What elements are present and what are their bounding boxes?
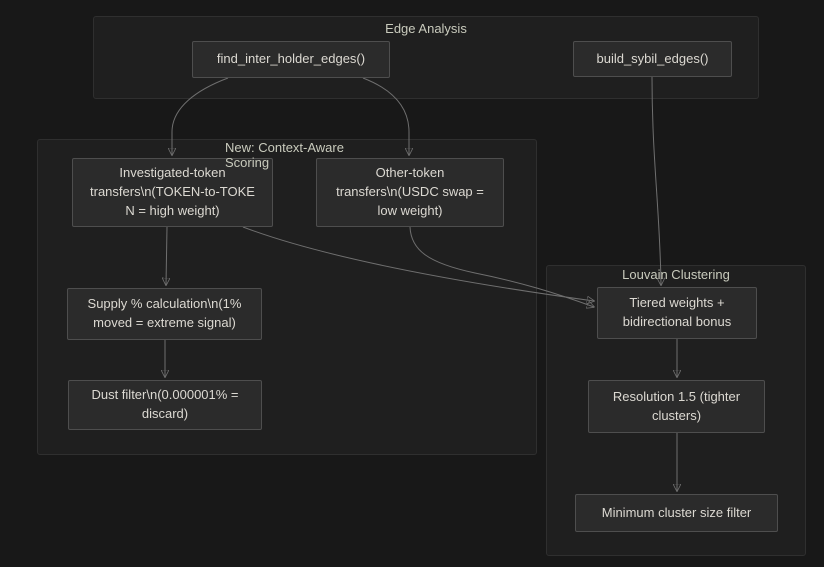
node-label: find_inter_holder_edges() xyxy=(216,51,366,67)
node-label: Dust filter\n(0.000001% = discard) xyxy=(91,387,239,421)
cluster-title-context-aware-scoring: New: Context-Aware Scoring xyxy=(225,140,344,171)
node-label: build_sybil_edges() xyxy=(596,50,709,66)
node-label: Supply % calculation\n(1% moved = extrem… xyxy=(87,296,242,330)
node-tiered-weights: Tiered weights + bidirectional bonus xyxy=(597,287,757,339)
node-minimum-cluster-size-filter: Minimum cluster size filter xyxy=(575,494,778,532)
node-label: Tiered weights + bidirectional bonus xyxy=(622,295,732,329)
node-dust-filter: Dust filter\n(0.000001% = discard) xyxy=(68,380,262,430)
node-find-inter-holder-edges: find_inter_holder_edges() xyxy=(192,41,390,78)
node-label: Resolution 1.5 (tighter clusters) xyxy=(612,388,741,423)
node-label: Other-token transfers\n(USDC swap = low … xyxy=(336,165,484,218)
edge-build-to-tiered xyxy=(651,76,661,285)
node-resolution-1-5: Resolution 1.5 (tighter clusters) xyxy=(588,380,765,433)
node-supply-percent-calculation: Supply % calculation\n(1% moved = extrem… xyxy=(67,288,262,340)
node-label: Minimum cluster size filter xyxy=(601,504,752,520)
node-label: Investigated-token transfers\n(TOKEN-to-… xyxy=(90,165,255,218)
node-investigated-token-transfers: Investigated-token transfers\n(TOKEN-to-… xyxy=(72,158,273,227)
node-other-token-transfers: Other-token transfers\n(USDC swap = low … xyxy=(316,158,504,227)
node-build-sybil-edges: build_sybil_edges() xyxy=(573,41,732,77)
cluster-title-edge-analysis: Edge Analysis xyxy=(385,21,467,36)
cluster-title-louvain-clustering: Louvain Clustering xyxy=(622,267,730,282)
